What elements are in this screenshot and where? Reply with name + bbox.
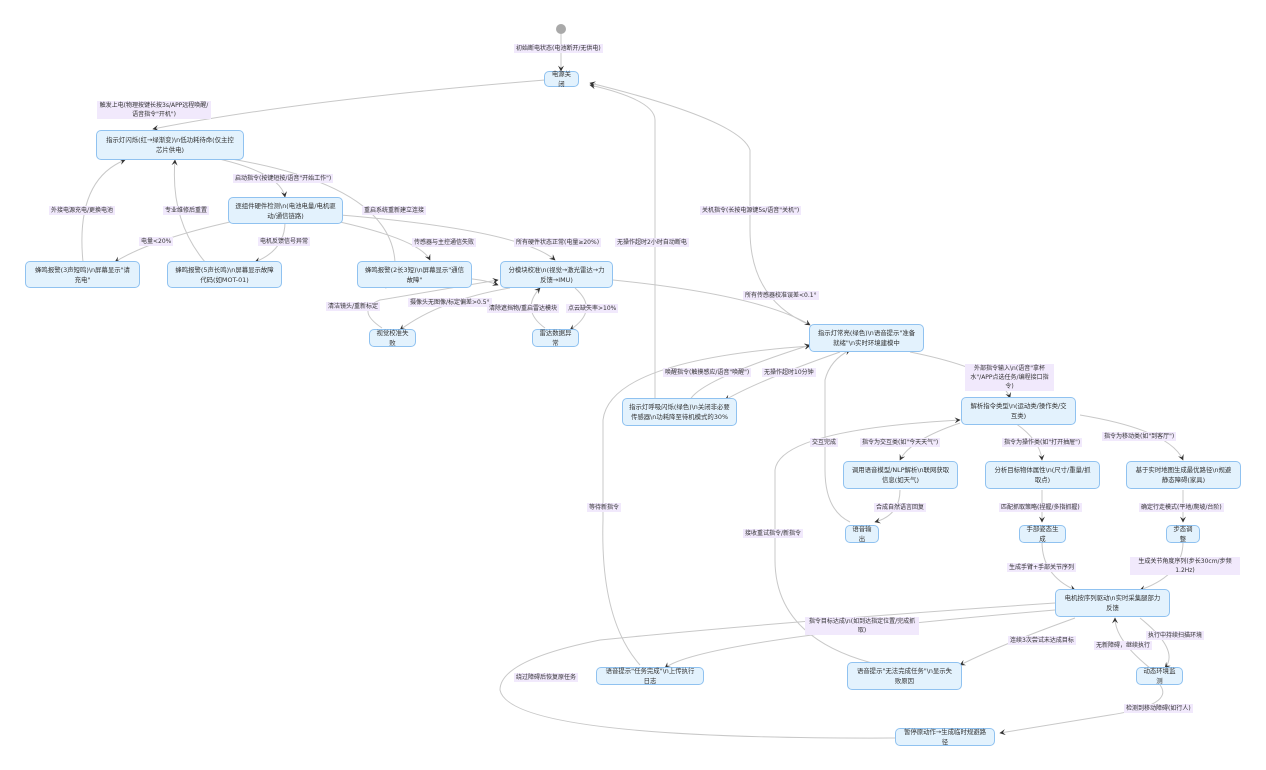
edge-label-retry: 接收重试指令/新指令 (743, 529, 804, 538)
state-alarm-battery[interactable]: 蜂鸣报警(3声短鸣)\n屏幕显示"请充电" (25, 261, 140, 288)
edge-shutdown (589, 81, 811, 326)
edge-label-calib-ok: 所有传感器校准误差<0.1° (743, 291, 819, 300)
state-motor-drive[interactable]: 电机按序列驱动\n实时采集腿部力反馈 (1055, 589, 1170, 617)
edge-label-operate: 指令为操作类(如"打开抽屉") (1002, 438, 1083, 447)
edge-keep-scan (1139, 617, 1171, 669)
edge-label-pro-repair: 专业维修后重置 (163, 206, 210, 215)
edge-label-interact: 指令为交互类(如"今天天气") (860, 438, 941, 447)
state-calibration[interactable]: 分模块校准\n(视觉→激光雷达→力反馈→IMU) (500, 261, 613, 288)
edge-label-ext-charge: 外接电源充电/更换电池 (49, 206, 116, 215)
edge-label-clean-lens: 清洁镜头/重新标定 (326, 302, 381, 311)
edge-label-no-obstacle: 无新障碍，继续执行 (1094, 641, 1153, 650)
state-task-done[interactable]: 语音提示"任务完成"\n上传执行日志 (596, 667, 704, 685)
edge-label-all-ok: 所有硬件状态正常(电量≥20%) (514, 238, 602, 247)
edge-interact-done (824, 349, 851, 523)
state-power-off[interactable]: 电源关闭 (544, 70, 579, 88)
edge-label-joint-seq: 生成关节角度序列(步长30cm/步频1.2Hz) (1130, 557, 1240, 575)
edge-label-synth-reply: 合成自然语言回复 (874, 503, 927, 512)
state-analyze[interactable]: 分析目标物体属性\n(尺寸/重量/抓取点) (985, 461, 1100, 489)
start-node (556, 24, 566, 34)
state-lidar-fail[interactable]: 雷达数据异常 (532, 329, 579, 347)
edge-label-idle-10m: 无操作超时10分钟 (762, 368, 816, 377)
edge-label-camera-err: 摄像头无图像/标定偏差>0.5° (408, 298, 492, 307)
edge-label-arm-seq: 生成手臂+手部关节序列 (1007, 563, 1077, 572)
state-vision-fail[interactable]: 视觉校准失败 (369, 329, 416, 347)
edge-label-interact-done: 交互完成 (810, 438, 839, 447)
edge-calib-ok (612, 279, 811, 326)
edge-label-goal-reached: 指令目标达成\n(如到达指定位置/完成抓取) (805, 617, 919, 635)
edge-pro-repair (171, 159, 206, 263)
state-hw-check[interactable]: 逐组件硬件检测\n(电池电量/电机驱动/通信链路) (228, 197, 343, 224)
edge-label-start: 初始断电状态(电池断开/无供电) (514, 44, 603, 53)
edge-idle-2h (589, 83, 656, 400)
edge-comm-fail (339, 221, 431, 261)
state-alarm-comm[interactable]: 蜂鸣报警(2长3短)\n屏幕显示"通信故障" (357, 261, 472, 288)
state-standby[interactable]: 指示灯闪烁(红→绿渐变)\n低功耗待命(仅主控芯片供电) (96, 130, 244, 160)
state-nlp[interactable]: 调用语音模型/NLP解析\n联网获取信息(如天气) (843, 461, 958, 489)
edge-label-idle-2h: 无操作超时2小时自动断电 (615, 238, 689, 247)
edge-label-shutdown: 关机指令(长按电源键5s/语音"关机") (700, 206, 802, 215)
edge-retry (774, 417, 961, 666)
edge-label-comm-fail: 传感器与主控通信失败 (412, 238, 477, 247)
state-env-monitor[interactable]: 动态环境监测 (1136, 667, 1183, 685)
state-ready[interactable]: 指示灯常亮(绿色)\n语音提示"准备就绪"\n实时环境建模中 (809, 324, 924, 352)
state-sleep[interactable]: 指示灯呼吸闪烁(绿色)\n关闭非必要传感器\n功耗降至待机模式的30% (622, 398, 737, 426)
state-hand-pose[interactable]: 手部姿态生成 (1019, 525, 1066, 543)
state-parse[interactable]: 解析指令类型\n(运动类/操作类/交互类) (961, 397, 1076, 425)
edge-restart (204, 152, 396, 263)
edge-label-wait-new: 等待新指令 (587, 503, 622, 512)
edge-ext-charge (81, 159, 126, 263)
edge-wait-new (602, 343, 811, 666)
edge-label-start-cmd: 启动指令(按键短按/语音"开始工作") (233, 174, 334, 183)
edge-label-external: 外部指令输入\n(语音"拿杯水"/APP点选任务/编程接口指令) (965, 364, 1054, 391)
state-task-fail[interactable]: 语音提示"无法完成任务"\n显示失败原因 (847, 662, 962, 690)
state-pause-avoid[interactable]: 暂停原动作→生成临时规避路径 (895, 728, 995, 746)
edge-label-grasp: 匹配抓取策略(捏握/多指抓握) (999, 503, 1082, 512)
edge-label-clear-obstacle: 清除遮挡物/重启雷达模块 (487, 304, 560, 313)
edge-label-moving-obstacle: 检测到移动障碍(如行人) (1124, 704, 1193, 713)
edge-label-resume-task: 绕过障碍后恢复原任务 (514, 673, 579, 682)
edge-goal2 (499, 602, 1056, 739)
state-gait[interactable]: 步态调整 (1166, 525, 1200, 543)
edge-label-wake: 唤醒指令(触摸感应/语音"唤醒") (663, 368, 752, 377)
edge-idle-10m (724, 351, 841, 401)
state-voice-out[interactable]: 语音输出 (845, 525, 879, 543)
edge-label-walk-mode: 确定行走模式(平地/爬坡/台阶) (1139, 503, 1224, 512)
state-alarm-motor[interactable]: 蜂鸣报警(5声长鸣)\n屏幕显示故障代码(如MOT-01) (167, 261, 282, 288)
edge-label-power-on: 触发上电(物理按键长按3s/APP远程唤醒/语音指令"开机") (97, 101, 211, 119)
edge-label-three-fails: 连续3次尝试未达成目标 (1008, 636, 1076, 645)
edge-label-cloud-loss: 点云缺失率>10% (566, 304, 619, 313)
edge-label-motor-abnormal: 电机反馈信号异常 (258, 237, 311, 246)
edge-label-keep-scan: 执行中持续扫描环境 (1146, 631, 1205, 640)
edge-goal (664, 609, 1056, 669)
edge-label-battery-low: 电量<20% (139, 237, 174, 246)
edge-label-move: 指令为移动类(如"到客厅") (1102, 432, 1177, 441)
edge-power-on (152, 79, 546, 131)
state-path-plan[interactable]: 基于实时地图生成最优路径\n规避静态障碍(家具) (1126, 461, 1241, 489)
edge-all-ok (339, 214, 556, 261)
edge-label-restart: 重启系统重新建立连接 (362, 206, 427, 215)
edge-motor-abn (254, 221, 286, 263)
